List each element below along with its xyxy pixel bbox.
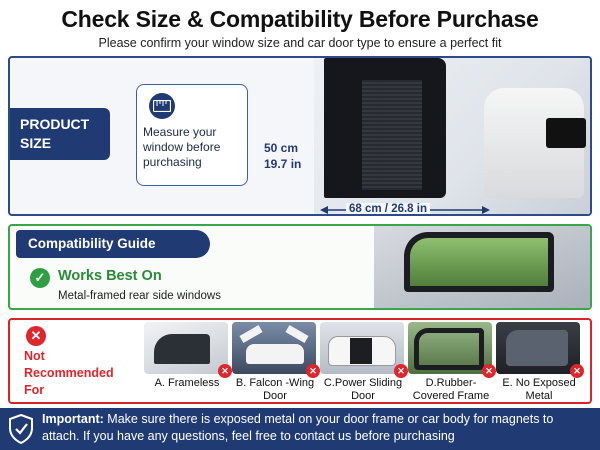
works-best-title: Works Best On xyxy=(58,268,162,284)
shade-mesh xyxy=(362,80,422,190)
frameless-door-photo xyxy=(144,322,228,374)
option-falcon-wing: ✕ B. Falcon -Wing Door xyxy=(232,320,320,402)
compatibility-section: Compatibility Guide ✓ Works Best On Meta… xyxy=(8,224,592,310)
option-rubber-covered: ✕ D.Rubber- Covered Frame xyxy=(408,320,496,402)
x-icon: ✕ xyxy=(482,364,496,378)
option-label: A. Frameless xyxy=(154,377,220,389)
option-no-exposed-metal: ✕ E. No Exposed Metal xyxy=(496,320,584,402)
page-title: Check Size & Compatibility Before Purcha… xyxy=(61,6,539,32)
measure-card: Measure your window before purchasing xyxy=(136,84,248,186)
ruler-icon xyxy=(149,93,175,119)
x-icon: ✕ xyxy=(306,364,320,378)
x-circle-icon: ✕ xyxy=(26,326,46,346)
shield-check-icon xyxy=(9,414,33,444)
option-label: B. Falcon -Wing Door xyxy=(235,377,315,402)
car-door-shade-photo xyxy=(314,58,590,214)
no-metal-photo xyxy=(496,322,580,374)
option-power-sliding: ✕ C.Power Sliding Door xyxy=(320,320,408,402)
x-icon: ✕ xyxy=(394,364,408,378)
option-label: D.Rubber- Covered Frame xyxy=(412,377,490,402)
car-window-frame xyxy=(404,232,554,292)
sliding-door-photo xyxy=(320,322,404,374)
not-recommended-section: ✕ Not Recommended For ✕ A. Frameless ✕ B… xyxy=(8,318,592,404)
width-label: 68 cm / 26.8 in xyxy=(346,203,430,214)
option-label: C.Power Sliding Door xyxy=(323,377,403,402)
option-label: E. No Exposed Metal xyxy=(502,377,576,402)
height-in: 19.7 in xyxy=(264,157,302,171)
works-best-description: Metal-framed rear side windows xyxy=(58,290,221,302)
page-subtitle: Please confirm your window size and car … xyxy=(98,36,502,50)
rubber-frame-photo xyxy=(408,322,492,374)
not-recommended-label: Not Recommended For xyxy=(24,349,114,397)
footer-text: Important: Make sure there is exposed me… xyxy=(42,411,594,445)
important-message: Make sure there is exposed metal on your… xyxy=(42,412,554,443)
falcon-wing-door-photo xyxy=(232,322,316,374)
important-footer: Important: Make sure there is exposed me… xyxy=(0,408,600,450)
window-shade xyxy=(324,58,446,198)
product-size-section: PRODUCT SIZE Measure your window before … xyxy=(8,56,592,216)
x-icon: ✕ xyxy=(218,364,232,378)
check-icon: ✓ xyxy=(30,268,50,288)
compatibility-guide-tab: Compatibility Guide xyxy=(16,230,210,258)
height-cm: 50 cm xyxy=(264,141,299,155)
product-size-tab: PRODUCT SIZE xyxy=(10,108,110,160)
important-label: Important: xyxy=(42,412,104,426)
measure-text: Measure your window before purchasing xyxy=(143,125,221,169)
headrest-screen xyxy=(546,118,586,148)
car-window-photo xyxy=(374,226,590,308)
option-frameless: ✕ A. Frameless xyxy=(144,320,232,402)
x-icon: ✕ xyxy=(570,364,584,378)
